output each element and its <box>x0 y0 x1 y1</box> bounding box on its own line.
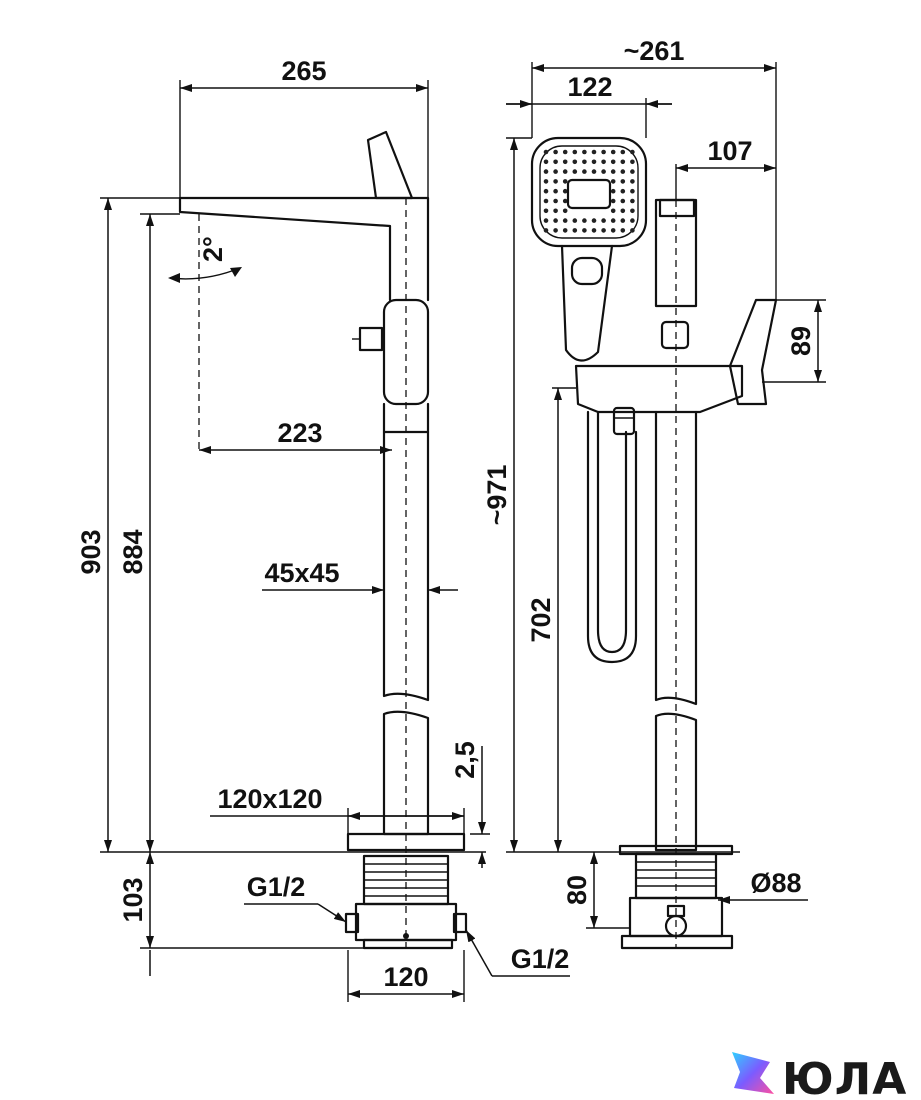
dim-box-width: 120 <box>383 962 428 992</box>
dim-lever-height: 89 <box>786 326 816 356</box>
dim-lever-offset: 107 <box>707 136 752 166</box>
dim-angle: 2° <box>198 236 228 262</box>
dim-overall-height: ~971 <box>482 465 512 526</box>
nozzle-grid <box>543 149 635 233</box>
dim-height-to-floor: 884 <box>118 529 148 574</box>
front-view <box>178 130 468 950</box>
side-view <box>530 136 778 950</box>
dim-spout-reach: 223 <box>277 418 322 448</box>
dim-total-depth: ~261 <box>624 36 685 66</box>
brand-wordmark: ЮЛА <box>782 1054 907 1100</box>
dim-head-width: 122 <box>567 72 612 102</box>
dim-gap: 2,5 <box>450 741 480 779</box>
dim-column-section: 45x45 <box>264 558 339 588</box>
dim-total-width: 265 <box>281 56 326 86</box>
side-dimensions: ~261 122 107 89 ~971 702 80 Ø88 <box>482 36 826 929</box>
brand-mark-icon <box>732 1052 774 1094</box>
dim-height-total: 903 <box>76 529 106 574</box>
inlet-label-right: G1/2 <box>511 944 570 974</box>
dim-holder-height: 702 <box>526 597 556 642</box>
dim-flange-diameter: Ø88 <box>750 868 801 898</box>
brand-logo: ЮЛА <box>732 1052 907 1100</box>
dim-below-floor: 103 <box>118 877 148 922</box>
dim-box-depth: 80 <box>562 875 592 905</box>
dim-flange-size: 120x120 <box>217 784 322 814</box>
front-dimensions: 265 2° 223 45x45 903 884 2,5 120x1 <box>76 56 570 1002</box>
inlet-label-left: G1/2 <box>247 872 306 902</box>
